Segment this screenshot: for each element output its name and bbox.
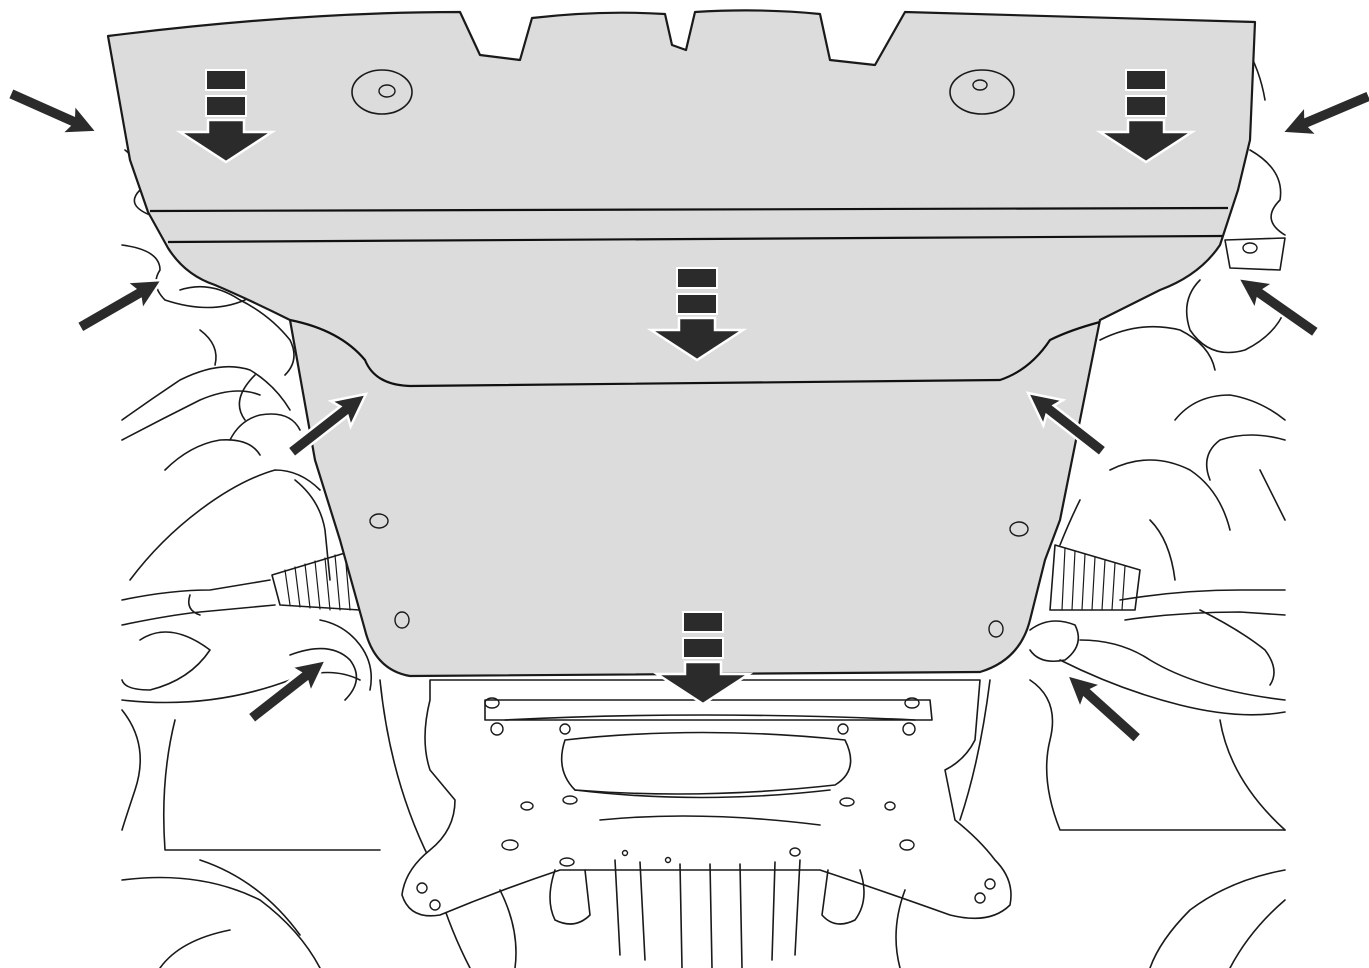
removal-direction-arrows: [175, 69, 1197, 706]
right-mount-boss: [949, 69, 1015, 115]
fastener-pointer-arrow-icon: [245, 658, 329, 725]
skid-plate-step-line: [289, 318, 1101, 388]
fastener-pointer-arrow-icon: [1279, 88, 1369, 137]
left-suspension-linework: [121, 149, 381, 968]
right-suspension-linework: [1029, 44, 1286, 968]
skid-plate-fold-line-lower: [167, 234, 1223, 244]
fastener-pointer-arrows: [6, 86, 1369, 745]
removal-direction-arrow-icon: [652, 611, 754, 706]
fastener-pointer-arrow-icon: [1235, 276, 1322, 340]
subframe-crossmember: [379, 679, 1012, 968]
fastener-pointer-arrow-icon: [1064, 673, 1144, 745]
removal-direction-arrow-icon: [1095, 69, 1197, 164]
skid-plate-fold-line-upper: [149, 206, 1229, 213]
removal-direction-arrow-icon: [175, 69, 277, 164]
fastener-pointer-arrow-icon: [285, 392, 369, 459]
fastener-pointer-arrow-icon: [1025, 391, 1109, 458]
fastener-pointer-arrow-icon: [75, 278, 165, 335]
left-mount-boss: [351, 69, 413, 115]
removal-direction-arrow-icon: [646, 267, 748, 362]
fastener-pointer-arrow-icon: [6, 86, 100, 135]
